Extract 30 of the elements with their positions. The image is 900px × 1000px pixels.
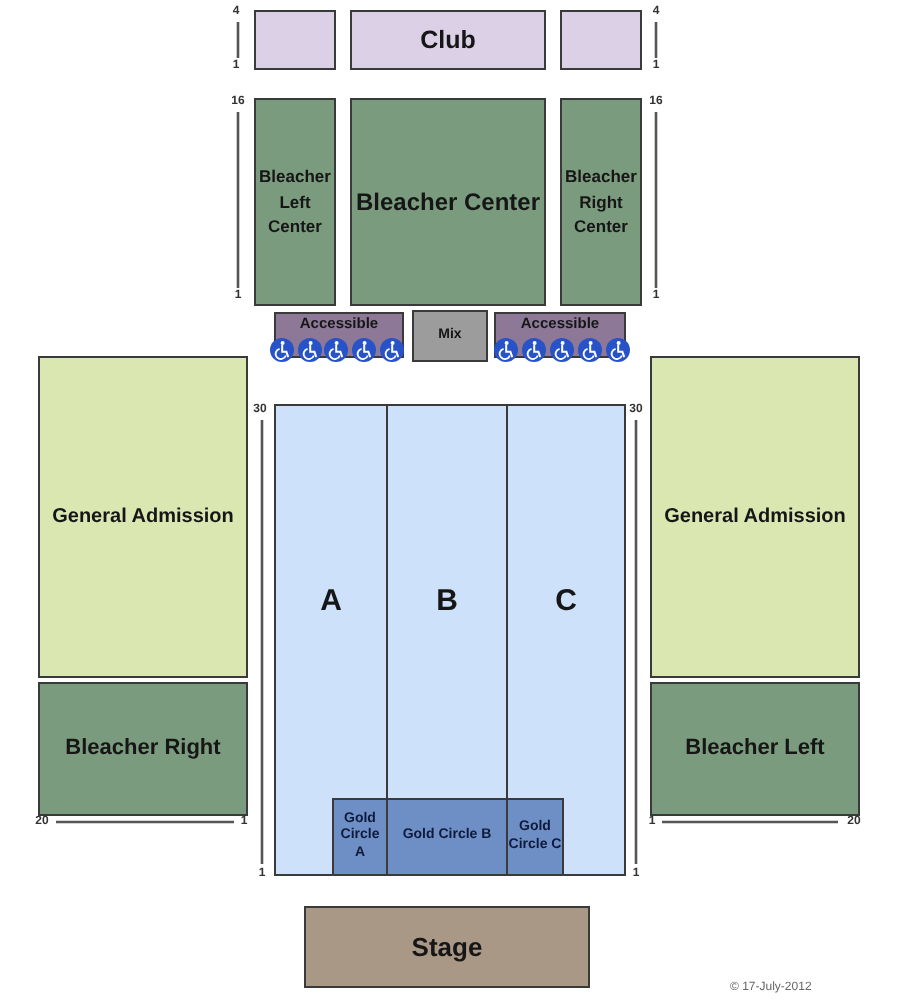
section-label: Stage [411,931,483,963]
section-label: A [320,584,342,620]
section-label: Club [420,25,476,55]
section-label: Bleacher Right Center [563,163,639,241]
seating-section [650,682,860,816]
seating-section [560,10,642,70]
section-label: B [436,584,458,620]
mix-booth [412,310,488,362]
seating-section [506,798,564,876]
section-label: Bleacher Left [685,735,825,763]
stage-block [304,906,590,988]
seating-section [254,98,336,306]
seating-section [386,404,508,876]
section-label: Bleacher Right [65,735,221,763]
seating-section [254,10,336,70]
seating-section [274,404,388,876]
seating-section [38,356,248,678]
seating-section [38,682,248,816]
section-label: General Admission [664,505,846,529]
section-label: C [555,584,577,620]
section-label: Bleacher Left Center [257,163,333,241]
seating-section [560,98,642,306]
section-label: General Admission [52,505,234,529]
section-label: Bleacher Center [355,187,541,217]
seating-section [350,10,546,70]
seating-section [386,798,508,876]
seating-section [650,356,860,678]
seating-section [506,404,626,876]
seating-section [350,98,546,306]
seating-section [332,798,388,876]
